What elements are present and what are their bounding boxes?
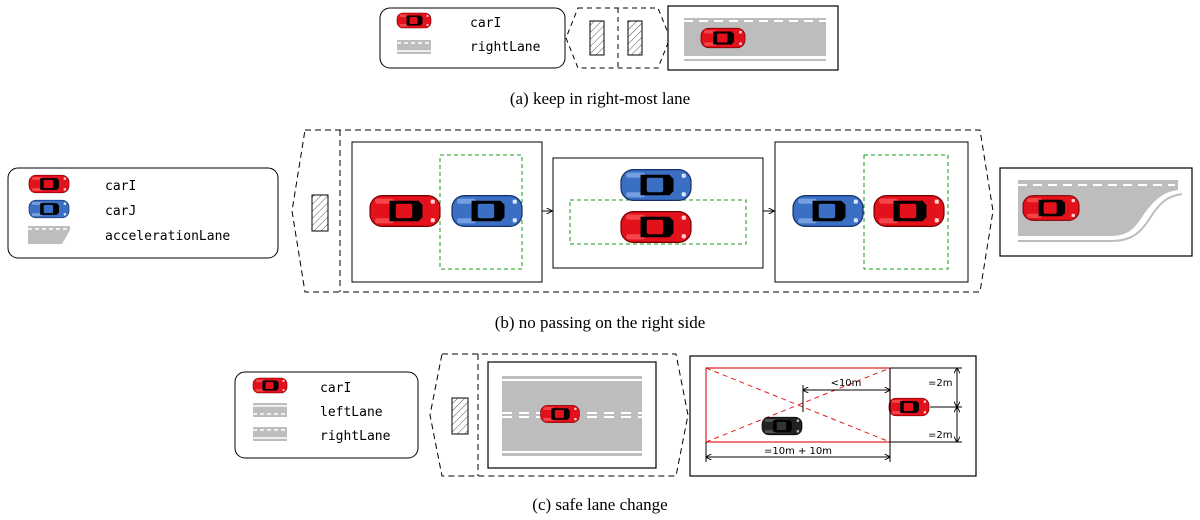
sequence-c-frame bbox=[429, 353, 689, 477]
measure-c-other-car bbox=[761, 416, 803, 436]
legend-c-right-lane-label: rightLane bbox=[320, 429, 391, 444]
scene-b-panel-2-car-i bbox=[620, 210, 692, 244]
length-label: =10m + 10m bbox=[764, 446, 832, 457]
upper-offset-label: =2m bbox=[928, 378, 952, 389]
scene-b-panel-3-region bbox=[863, 154, 949, 270]
scene-b-panel-2-car-j bbox=[620, 168, 692, 202]
legend-a-right-lane-label: rightLane bbox=[470, 40, 541, 55]
caption-c: (c) safe lane change bbox=[532, 495, 667, 514]
legend-a-car-i-label: carI bbox=[470, 16, 501, 31]
sequence-b-placeholder bbox=[311, 194, 329, 232]
sequence-a-frame bbox=[565, 7, 671, 69]
safety-zone-diagonal-2 bbox=[705, 367, 891, 443]
legend-c-car-i-icon bbox=[252, 377, 288, 394]
legend-b-car-i-icon bbox=[28, 174, 70, 194]
sequence-a-placeholder-1 bbox=[589, 20, 605, 56]
figure-a: carI rightLane (a) keep in right-most la… bbox=[379, 5, 839, 108]
lower-offset-label: =2m bbox=[928, 430, 952, 441]
legend-c-right-lane-icon bbox=[253, 427, 287, 441]
caption-a: (a) keep in right-most lane bbox=[510, 89, 690, 108]
measure-c-frame bbox=[689, 355, 977, 477]
scene-c-car-i bbox=[540, 405, 580, 423]
sequence-b-frame bbox=[291, 129, 994, 293]
scene-b-panel-1-car-i bbox=[369, 194, 441, 228]
legend-b-box bbox=[7, 167, 279, 259]
legend-c-car-i-label: carI bbox=[320, 381, 351, 396]
caption-b: (b) no passing on the right side bbox=[495, 313, 706, 332]
scene-b-car-i bbox=[1022, 195, 1080, 221]
measure-c-car-i bbox=[888, 397, 930, 417]
legend-b-car-i-label: carI bbox=[105, 179, 136, 194]
legend-a-right-lane-icon bbox=[397, 40, 431, 54]
scene-b-panel-3-car-i bbox=[873, 194, 945, 228]
legend-c-left-lane-icon bbox=[253, 403, 287, 417]
legend-a-car-i-icon bbox=[396, 12, 432, 29]
figure-b: carI carJ accelerationLane (b) no pas bbox=[7, 129, 1193, 332]
scene-b-panel-3-car-j bbox=[792, 194, 864, 228]
figure-c: carI leftLane rightLane <10m =10m + 10m bbox=[234, 353, 977, 514]
scene-b-acceleration-lane bbox=[1018, 180, 1178, 236]
legend-b-car-j-icon bbox=[28, 199, 70, 219]
legend-c-left-lane-label: leftLane bbox=[320, 405, 383, 420]
front-gap-label: <10m bbox=[831, 378, 862, 389]
legend-b-car-j-label: carJ bbox=[105, 204, 136, 219]
scene-b-panel-1-car-j bbox=[451, 194, 523, 228]
scene-b-road-edge bbox=[1018, 193, 1183, 242]
scene-a-car-i bbox=[700, 27, 746, 49]
legend-b-acceleration-lane-icon bbox=[28, 226, 70, 244]
sequence-a-placeholder-2 bbox=[627, 20, 643, 56]
sequence-c-placeholder bbox=[451, 397, 469, 435]
legend-b-acceleration-lane-label: accelerationLane bbox=[105, 229, 230, 244]
